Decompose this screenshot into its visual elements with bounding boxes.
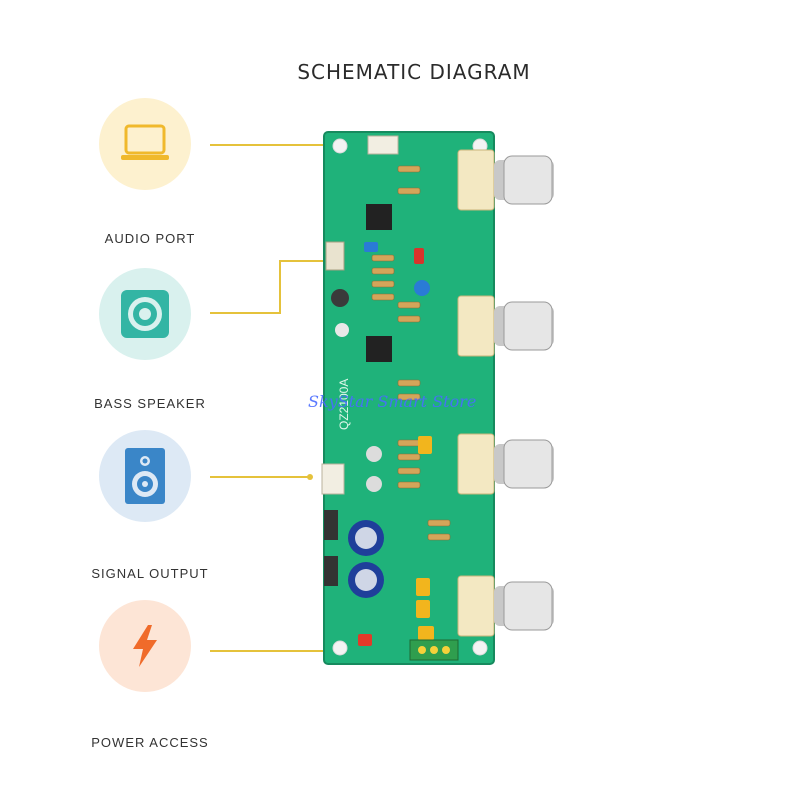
connector-signal-output: [210, 476, 310, 478]
audio-port-icon-circle: [99, 98, 191, 190]
laptop-icon: [121, 124, 169, 160]
ic-chip: [366, 336, 392, 362]
connector-bass-speaker-v: [279, 260, 281, 314]
potentiometer: [457, 433, 554, 495]
potentiometer: [457, 295, 554, 357]
output-connector: [321, 463, 345, 495]
audio-port-label: AUDIO PORT: [104, 231, 196, 246]
signal-output-icon-circle: [99, 430, 191, 522]
potentiometer: [457, 575, 554, 637]
signal-output-label: SIGNAL OUTPUT: [91, 566, 209, 581]
power-access-label: POWER ACCESS: [91, 735, 209, 750]
voltage-regulator: [324, 556, 338, 586]
watermark: SkyStar Smart Store: [308, 392, 477, 411]
circuit-board: QZ2100A: [321, 131, 554, 665]
speaker-ring-icon: [121, 290, 169, 338]
power-led: [358, 634, 372, 646]
speaker-box-icon: [125, 448, 165, 504]
connector-bass-speaker-h2: [279, 260, 337, 262]
board-model: QZ2100A: [337, 379, 351, 430]
connector-power-access: [210, 650, 366, 652]
voltage-regulator: [324, 510, 338, 540]
bass-speaker-icon-circle: [99, 268, 191, 360]
mounting-holes: [332, 138, 488, 656]
connector-signal-output-dot: [307, 474, 313, 480]
ic-chip: [366, 204, 392, 230]
connector-audio-port: [210, 144, 366, 146]
side-connector: [325, 241, 345, 271]
potentiometer: [457, 149, 554, 211]
electrolytic-capacitors: [348, 520, 384, 598]
power-access-icon-circle: [99, 600, 191, 692]
bass-speaker-label: BASS SPEAKER: [94, 396, 206, 411]
resistors: [371, 165, 451, 541]
terminal-pins: [418, 646, 450, 654]
ceramic-capacitors: [331, 242, 434, 640]
lightning-icon: [133, 625, 157, 667]
input-connector: [367, 135, 399, 155]
connector-bass-speaker-h1: [210, 312, 280, 314]
page-title: SCHEMATIC DIAGRAM: [297, 60, 531, 84]
